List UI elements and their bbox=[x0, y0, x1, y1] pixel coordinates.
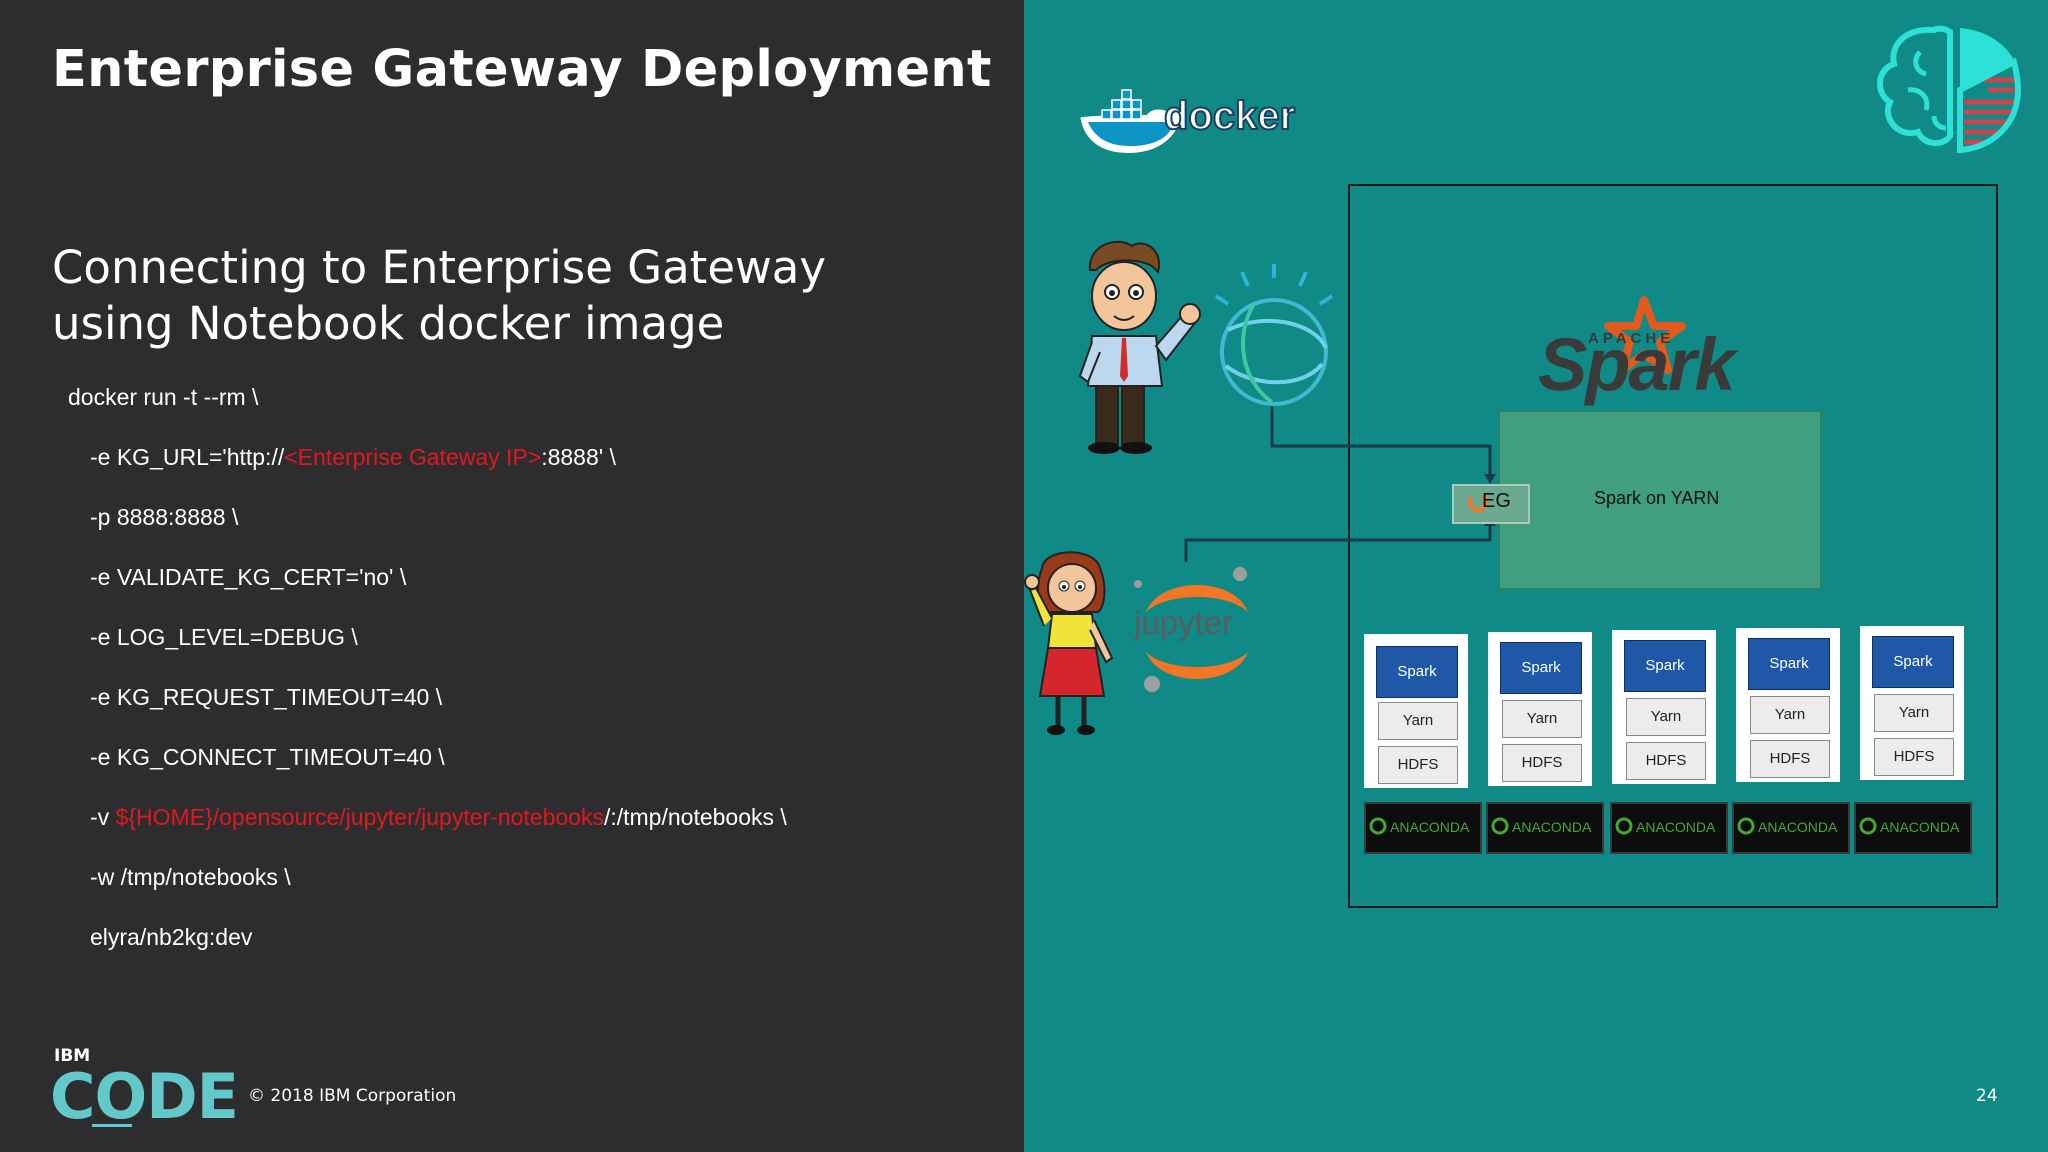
node-spark: Spark bbox=[1376, 646, 1458, 698]
gateway-ip-placeholder: <Enterprise Gateway IP> bbox=[284, 444, 542, 470]
docker-logo-icon bbox=[1080, 89, 1182, 154]
command-line-4: -e VALIDATE_KG_CERT='no' \ bbox=[90, 564, 407, 590]
command-line-8-post: /:/tmp/notebooks \ bbox=[603, 804, 787, 830]
command-line-1: docker run -t --rm \ bbox=[68, 384, 259, 410]
eg-label: EG bbox=[1482, 490, 1511, 512]
right-panel: docker bbox=[1024, 0, 2048, 1152]
developer-man-icon bbox=[1078, 241, 1201, 454]
node-hdfs: HDFS bbox=[1874, 738, 1954, 776]
spark-apache-label: APACHE bbox=[1588, 330, 1675, 347]
anaconda-label: ANACONDA bbox=[1636, 819, 1716, 835]
command-line-3: -p 8888:8888 \ bbox=[90, 504, 239, 530]
eg-box bbox=[1452, 484, 1530, 524]
brain-pie-icon bbox=[1877, 25, 2022, 154]
anaconda-badge bbox=[1486, 802, 1604, 854]
spark-logo-label: Spark bbox=[1538, 323, 1736, 406]
anaconda-label: ANACONDA bbox=[1758, 819, 1838, 835]
node-hdfs: HDFS bbox=[1378, 746, 1458, 784]
node-hdfs: HDFS bbox=[1626, 742, 1706, 780]
command-line-2-post: :8888' \ bbox=[541, 444, 616, 470]
anaconda-ring-icon bbox=[1737, 817, 1755, 835]
anaconda-ring-icon bbox=[1369, 817, 1387, 835]
left-panel: Enterprise Gateway Deployment Connecting… bbox=[0, 0, 1024, 1152]
docker-label: docker bbox=[1163, 93, 1296, 139]
jupyter-label: jupyter bbox=[1134, 604, 1234, 641]
spark-on-yarn-label: Spark on YARN bbox=[1594, 488, 1720, 508]
node-yarn: Yarn bbox=[1874, 694, 1954, 732]
copyright-text: © 2018 IBM Corporation bbox=[248, 1086, 457, 1106]
node-hdfs: HDFS bbox=[1750, 740, 1830, 778]
ibm-code-logo: CODE bbox=[50, 1060, 239, 1133]
command-line-9: -w /tmp/notebooks \ bbox=[90, 864, 291, 890]
ibm-brand-small: IBM bbox=[54, 1046, 91, 1066]
anaconda-ring-icon bbox=[1859, 817, 1877, 835]
command-line-2-pre: -e KG_URL='http:// bbox=[90, 444, 285, 470]
command-line-7: -e KG_CONNECT_TIMEOUT=40 \ bbox=[90, 744, 445, 770]
data-scientist-woman-icon bbox=[1024, 551, 1114, 735]
anaconda-ring-icon bbox=[1615, 817, 1633, 835]
command-line-5: -e LOG_LEVEL=DEBUG \ bbox=[90, 624, 358, 650]
node-yarn: Yarn bbox=[1626, 698, 1706, 736]
eg-ring-icon bbox=[1468, 492, 1488, 512]
cluster-box bbox=[1348, 184, 1998, 908]
slide-subtitle: Connecting to Enterprise Gateway using N… bbox=[52, 241, 827, 350]
spark-on-yarn-box bbox=[1498, 410, 1822, 590]
command-line-2: -e KG_URL='http://<Enterprise Gateway IP… bbox=[90, 444, 616, 471]
anaconda-label: ANACONDA bbox=[1390, 819, 1470, 835]
command-line-8-pre: -v bbox=[90, 804, 116, 830]
command-line-6: -e KG_REQUEST_TIMEOUT=40 \ bbox=[90, 684, 443, 710]
node-yarn: Yarn bbox=[1502, 700, 1582, 738]
anaconda-label: ANACONDA bbox=[1512, 819, 1592, 835]
page-number: 24 bbox=[1976, 1086, 1998, 1106]
node-yarn: Yarn bbox=[1750, 696, 1830, 734]
apache-spark-logo-icon bbox=[1604, 296, 1686, 374]
notebooks-path-placeholder: ${HOME}/opensource/jupyter/jupyter-noteb… bbox=[115, 804, 604, 830]
jupyter-logo-icon bbox=[1134, 567, 1248, 692]
node-hdfs: HDFS bbox=[1502, 744, 1582, 782]
node-spark: Spark bbox=[1748, 638, 1830, 690]
code-logo-underline bbox=[92, 1124, 132, 1127]
command-line-10: elyra/nb2kg:dev bbox=[90, 924, 253, 950]
command-line-8: -v ${HOME}/opensource/jupyter/jupyter-no… bbox=[90, 804, 787, 831]
node-spark: Spark bbox=[1872, 636, 1954, 688]
ibm-globe-icon bbox=[1214, 264, 1334, 406]
slide-title: Enterprise Gateway Deployment bbox=[52, 40, 992, 99]
node-yarn: Yarn bbox=[1378, 702, 1458, 740]
node-spark: Spark bbox=[1624, 640, 1706, 692]
node-spark: Spark bbox=[1500, 642, 1582, 694]
anaconda-label: ANACONDA bbox=[1880, 819, 1960, 835]
anaconda-ring-icon bbox=[1491, 817, 1509, 835]
